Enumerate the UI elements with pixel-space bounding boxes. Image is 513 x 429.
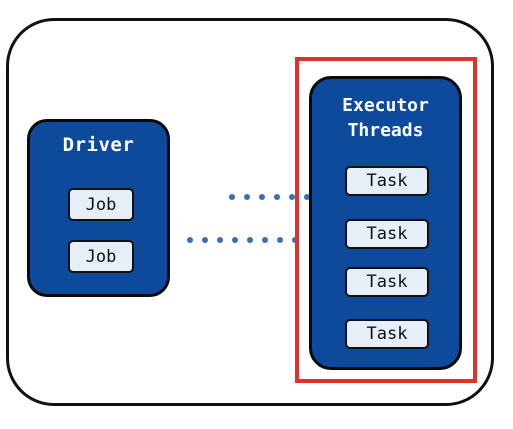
executor-title-line1: Executor	[342, 95, 429, 116]
driver-box: Driver Job Job	[27, 119, 170, 297]
task-box: Task	[345, 267, 429, 297]
task-box: Task	[345, 319, 429, 349]
connector-lower	[187, 237, 298, 243]
driver-title: Driver	[62, 134, 135, 156]
executor-title: Executor Threads	[312, 93, 459, 143]
executor-highlight-frame	[295, 57, 477, 383]
task-box: Task	[345, 219, 429, 249]
job-box: Job	[68, 240, 134, 273]
executor-box: Executor Threads Task Task Task Task	[309, 76, 462, 370]
job-box: Job	[68, 188, 134, 221]
task-box: Task	[345, 166, 429, 196]
executor-title-line2: Threads	[347, 120, 424, 141]
